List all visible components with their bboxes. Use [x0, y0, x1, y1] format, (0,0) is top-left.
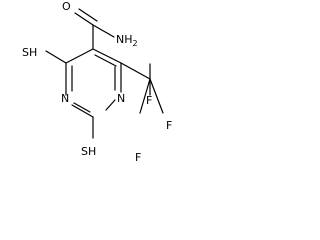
bond-c2-n1-inner	[73, 102, 91, 113]
bond-c4-cf3	[120, 62, 151, 80]
molecule-diagram: SH O NH2 N N F F F SH	[22, 0, 172, 164]
atom-sh-bottom: SH	[81, 145, 96, 158]
pyrimidine-ring	[65, 48, 122, 118]
atom-n-ring-upper: N	[61, 92, 69, 105]
atom-f-top: F	[146, 94, 152, 107]
bond-cf3-f-left	[139, 78, 151, 114]
atom-sh-top: SH	[22, 46, 37, 59]
bond-c6-c5	[65, 48, 94, 64]
bond-c-n	[92, 24, 115, 38]
bond-cf3-f-bottom	[149, 78, 164, 114]
bond-c5-c4	[92, 48, 122, 64]
structure-canvas: SH O NH2 N N F F F SH	[0, 0, 184, 189]
bond-c6-sh	[45, 50, 67, 64]
bond-c-o-inner	[78, 8, 98, 22]
atom-f-bottom: F	[135, 151, 141, 164]
atom-nh2: NH2	[116, 33, 138, 48]
bond-c2-n1	[71, 104, 94, 118]
atom-n-ring-lower: N	[117, 92, 125, 105]
bond-c-o	[74, 12, 94, 26]
atom-labels: SH O NH2 N N F F F SH	[22, 0, 172, 164]
atom-f-right: F	[166, 119, 172, 132]
atom-o-carbonyl: O	[62, 0, 71, 13]
bond-c5-c4-inner	[94, 54, 117, 67]
substituent-bonds	[45, 8, 164, 139]
bond-n3-c2	[105, 99, 116, 111]
